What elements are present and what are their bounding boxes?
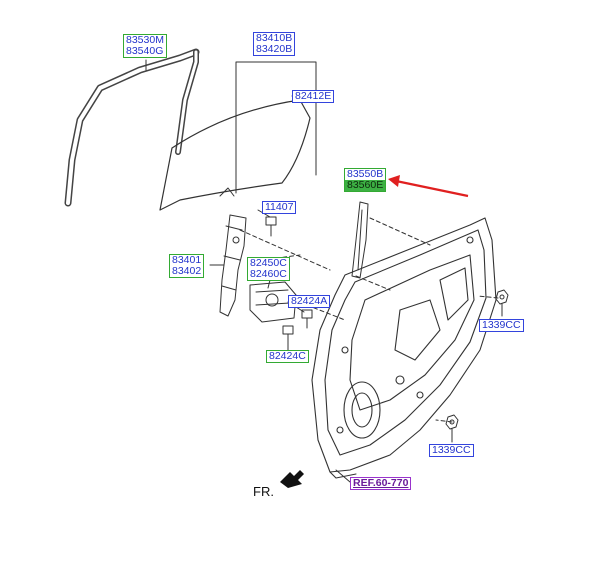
part-number: 82460C xyxy=(250,268,287,280)
part-number: 83410B xyxy=(256,32,293,44)
label-1339cc-top: 1339CC xyxy=(479,319,524,332)
part-number: 83540G xyxy=(126,45,164,57)
nut-1339cc-bottom xyxy=(445,414,459,443)
part-number-highlighted: 83560E xyxy=(345,179,386,191)
part-number: 83402 xyxy=(172,265,202,277)
bolt-11407 xyxy=(265,216,277,237)
front-label: FR. xyxy=(253,484,274,499)
part-number: 11407 xyxy=(265,201,294,213)
part-number: 83530M xyxy=(126,34,164,46)
window-regulator-part xyxy=(219,214,297,323)
front-indicator: FR. xyxy=(253,484,274,499)
label-83550b: 83550B 83560E xyxy=(344,168,387,192)
label-82424a: 82424A xyxy=(288,295,331,308)
ref-link-60-770[interactable]: REF.60-770 xyxy=(350,477,412,490)
door-inner-panel xyxy=(311,217,497,479)
leader-bracket xyxy=(235,61,317,194)
label-11407: 11407 xyxy=(262,201,297,214)
part-number: 83550B xyxy=(347,168,384,180)
label-82450c: 82450C 82460C xyxy=(247,257,290,281)
label-83410b: 83410B 83420B xyxy=(253,32,296,56)
arrow-left-down-icon xyxy=(280,470,304,488)
part-number: 83401 xyxy=(172,254,202,266)
nut-1339cc-top xyxy=(495,289,509,317)
door-glass-part xyxy=(159,99,311,211)
label-83530m: 83530M 83540G xyxy=(123,34,167,58)
label-83401: 83401 83402 xyxy=(169,254,205,278)
rear-channel-part xyxy=(351,201,369,279)
part-number: 1339CC xyxy=(432,444,471,456)
part-number: 1339CC xyxy=(482,319,521,331)
part-number: 82450C xyxy=(250,257,287,269)
bolt-82424a xyxy=(301,309,313,329)
label-82412e: 82412E xyxy=(292,90,335,103)
ref-text: REF.60-770 xyxy=(353,477,409,489)
leader-line xyxy=(335,469,351,483)
label-82424c: 82424C xyxy=(266,350,309,363)
bolt-82424c xyxy=(282,325,294,345)
red-arrow-icon xyxy=(388,175,469,198)
part-number: 83420B xyxy=(256,43,293,55)
run-channel-part xyxy=(64,48,200,207)
part-number: 82424C xyxy=(269,350,306,362)
part-number: 82424A xyxy=(291,295,328,307)
label-1339cc-bottom: 1339CC xyxy=(429,444,474,457)
part-number: 82412E xyxy=(295,90,332,102)
